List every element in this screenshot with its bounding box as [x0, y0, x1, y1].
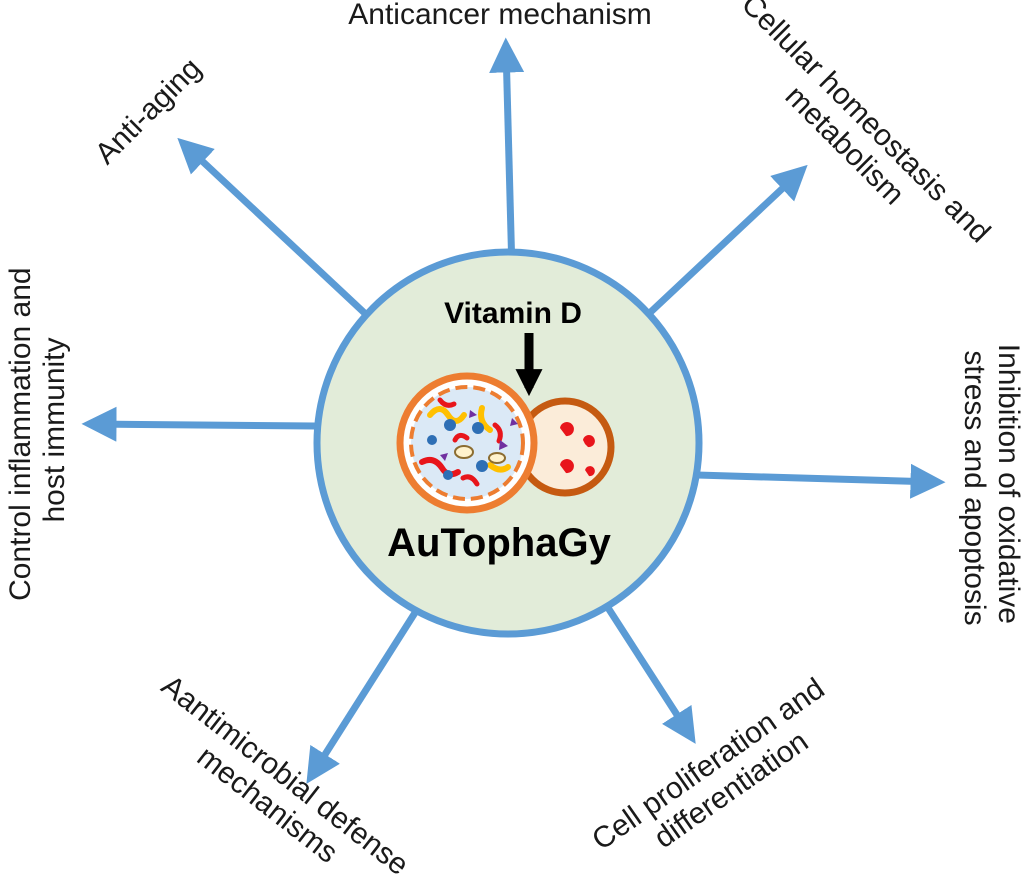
- outcome-arrows: [81, 37, 946, 784]
- arrow-antimicrobial: [306, 606, 421, 784]
- arrow-inhibition-oxidative: [696, 463, 946, 499]
- label-inhibition-oxidative: Inhibition of oxidative stress and apopt…: [958, 344, 1021, 633]
- svg-text:Cell proliferation and d: Cell proliferation and differentiation: [586, 667, 857, 884]
- arrow-cellular-homeostasis: [637, 164, 808, 325]
- label-antimicrobial: Aantimicrobial defense mechanisms: [134, 669, 421, 886]
- label-control-inflammation-line2: host immunity: [38, 337, 71, 522]
- svg-text:Inhibition of oxidative: Inhibition of oxidative stress and apopt…: [958, 344, 1021, 633]
- vitamin-d-label: Vitamin D: [444, 297, 582, 330]
- label-cellular-homeostasis-line1: Cellular homeostasis and: [735, 0, 997, 249]
- label-cellular-homeostasis: Cellular homeostasis and metabolism: [711, 0, 1002, 279]
- svg-text:Cellular homeostasis and: Cellular homeostasis and metabolism: [711, 0, 1002, 279]
- label-inhibition-oxidative-line1: Inhibition of oxidative: [992, 344, 1021, 624]
- arrow-anticancer: [489, 37, 525, 273]
- label-inhibition-oxidative-line2: stress and apoptosis: [958, 350, 991, 625]
- cargo: [419, 397, 511, 487]
- svg-text:Control inflammation and: Control inflammation and host immunity: [4, 259, 71, 601]
- autophagy-label: AuTophaGy: [387, 521, 611, 565]
- arrow-control-inflammation: [81, 406, 316, 442]
- lysosome-enzymes: [560, 422, 595, 477]
- autophagy-illustration: [396, 372, 615, 514]
- label-control-inflammation: Control inflammation and host immunity: [4, 259, 71, 601]
- label-antimicrobial-line1: Aantimicrobial defense: [155, 669, 414, 882]
- label-cell-proliferation: Cell proliferation and differentiation: [586, 667, 857, 884]
- svg-text:Aantimicrobial defense m: Aantimicrobial defense mechanisms: [134, 669, 421, 886]
- autophagosome-inner-membrane: [409, 385, 525, 501]
- arrow-cell-proliferation: [600, 598, 696, 744]
- label-control-inflammation-line1: Control inflammation and: [4, 267, 37, 601]
- label-anticancer: Anticancer mechanism: [348, 0, 651, 31]
- cargo-particles: [427, 410, 518, 480]
- arrow-anti-aging: [177, 137, 375, 323]
